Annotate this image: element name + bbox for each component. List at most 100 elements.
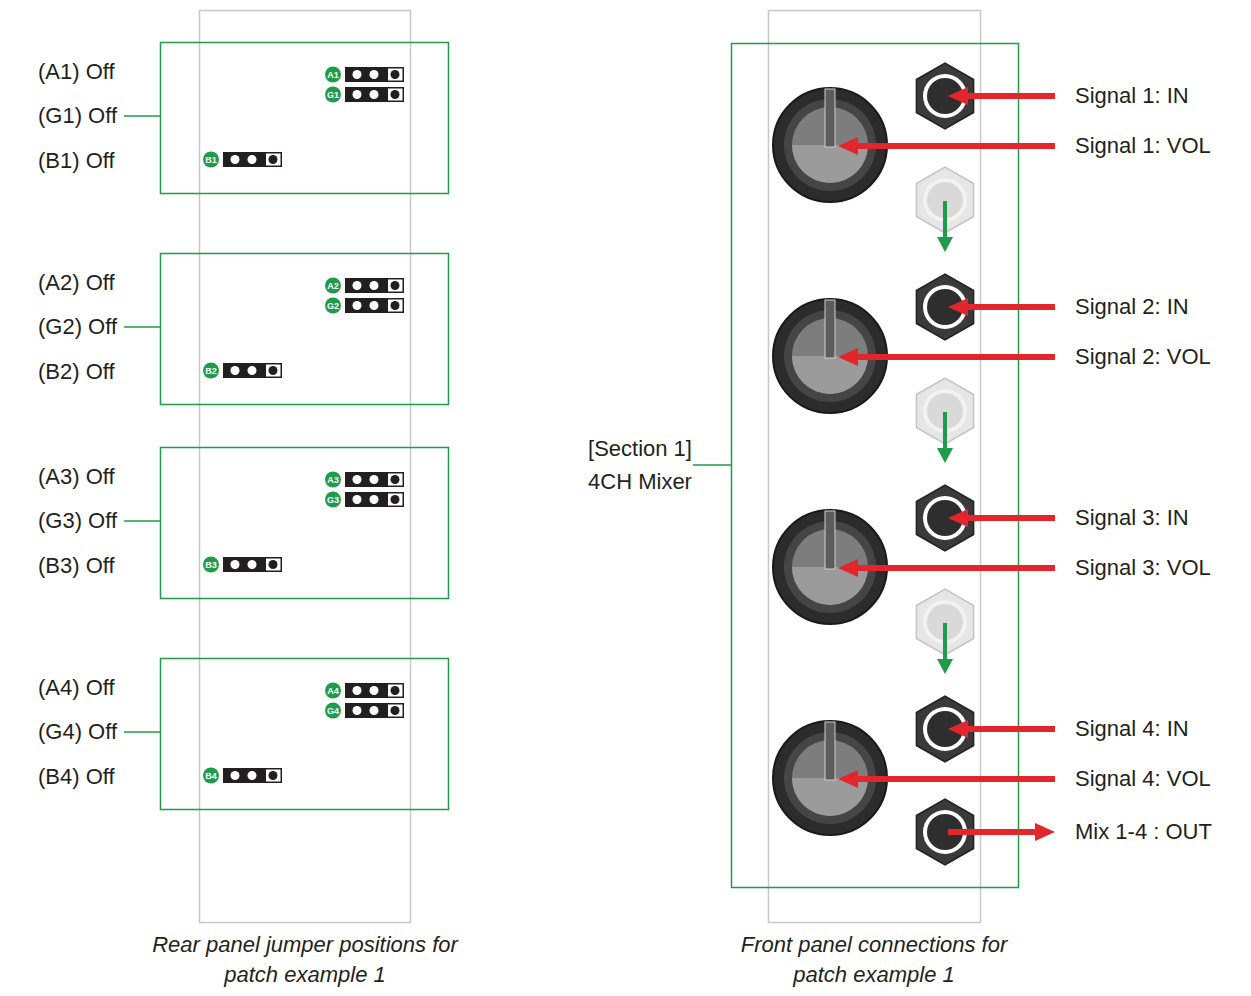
jumper-badge	[325, 683, 341, 699]
jumper-badge	[325, 298, 341, 314]
jumper-pin	[269, 771, 278, 780]
jumper-pin-cell	[266, 770, 281, 782]
jumper-header	[345, 683, 404, 698]
jumper-badge	[325, 703, 341, 719]
jumper-pin-cell	[388, 474, 403, 486]
arrow-head	[838, 137, 858, 155]
arrow-head	[948, 509, 968, 527]
arrow-head	[948, 720, 968, 738]
jumper-pin	[269, 155, 278, 164]
bracket-line	[693, 464, 731, 466]
jumper-pin	[391, 495, 400, 504]
jumper-pin	[353, 475, 362, 484]
signal-name: Signal 4: VOL	[1075, 766, 1211, 792]
signal-arrow	[964, 93, 1055, 99]
signal-name: Signal 1: VOL	[1075, 133, 1211, 159]
jumper-badge	[203, 557, 219, 573]
signal-name: Signal 3: VOL	[1075, 555, 1211, 581]
jumper-pin	[391, 301, 400, 310]
jumper-pin	[353, 70, 362, 79]
signal-name: Signal 1: IN	[1075, 83, 1189, 109]
badge-text: G2	[327, 301, 339, 311]
arrow-head	[838, 348, 858, 366]
jumper-pin	[248, 155, 257, 164]
signal-name: Signal 4: IN	[1075, 716, 1189, 742]
badge-text: B2	[205, 366, 217, 376]
jumper-header	[223, 557, 282, 572]
jumper-pin	[269, 560, 278, 569]
jumper-badge	[203, 363, 219, 379]
jumper-setting: (A1) Off	[38, 59, 115, 85]
jumper-setting: (G4) Off	[38, 719, 117, 745]
arrow-head	[937, 237, 953, 252]
signal-arrow	[964, 726, 1055, 732]
jumper-pin	[391, 90, 400, 99]
jumper-pin-cell	[266, 154, 281, 166]
badge-text: A1	[327, 70, 339, 80]
jumper-pin	[269, 366, 278, 375]
jumper-badge	[203, 768, 219, 784]
knob-pointer	[825, 511, 835, 569]
jumper-group-box	[161, 43, 449, 194]
jumper-header	[345, 87, 404, 102]
jumper-pin	[370, 495, 379, 504]
knob-pointer	[825, 300, 835, 358]
section-box	[732, 44, 1019, 888]
caption-text: Rear panel jumper positions for patch ex…	[149, 930, 461, 990]
jumper-badge	[325, 472, 341, 488]
jumper-header	[345, 67, 404, 82]
jumper-header	[345, 278, 404, 293]
signal-arrow	[964, 304, 1055, 310]
jumper-pin	[391, 706, 400, 715]
bracket-line	[124, 326, 160, 328]
jumper-badge	[325, 278, 341, 294]
jack-nut	[916, 485, 973, 551]
jumper-pin	[248, 771, 257, 780]
jumper-pin	[370, 686, 379, 695]
jumper-setting: (B3) Off	[38, 553, 115, 579]
jumper-pin-cell	[388, 685, 403, 697]
jumper-badge	[203, 152, 219, 168]
jumper-setting: (G1) Off	[38, 103, 117, 129]
jumper-header	[345, 703, 404, 718]
badge-text: G3	[327, 495, 339, 505]
jumper-pin	[353, 281, 362, 290]
jumper-pin	[231, 560, 240, 569]
jumper-setting: (B4) Off	[38, 764, 115, 790]
knob-pointer	[825, 89, 835, 147]
jumper-pin	[353, 90, 362, 99]
badge-text: B4	[205, 771, 217, 781]
jumper-pin	[353, 706, 362, 715]
jumper-header	[345, 472, 404, 487]
jumper-pin	[370, 301, 379, 310]
jack-ring	[923, 496, 967, 540]
jumper-header	[223, 152, 282, 167]
jumper-badge	[325, 87, 341, 103]
badge-text: A2	[327, 281, 339, 291]
jumper-pin	[353, 686, 362, 695]
jack-nut	[916, 274, 973, 340]
jumper-setting: (B1) Off	[38, 148, 115, 174]
jumper-pin-cell	[388, 705, 403, 717]
jumper-pin	[391, 70, 400, 79]
normal-arrow	[943, 412, 947, 450]
jumper-setting: (G2) Off	[38, 314, 117, 340]
normal-arrow	[943, 623, 947, 661]
jumper-setting: (A2) Off	[38, 270, 115, 296]
jumper-pin-cell	[266, 365, 281, 377]
jack-nut	[916, 63, 973, 129]
jumper-pin	[248, 560, 257, 569]
badge-text: B1	[205, 155, 217, 165]
jumper-badge	[325, 67, 341, 83]
jumper-pin-cell	[388, 89, 403, 101]
jumper-header	[223, 363, 282, 378]
jumper-setting: (A3) Off	[38, 464, 115, 490]
jumper-pin	[391, 686, 400, 695]
badge-text: G1	[327, 90, 339, 100]
jumper-header	[345, 298, 404, 313]
arrow-head	[1035, 823, 1055, 841]
jumper-badge	[325, 492, 341, 508]
jumper-header	[223, 768, 282, 783]
